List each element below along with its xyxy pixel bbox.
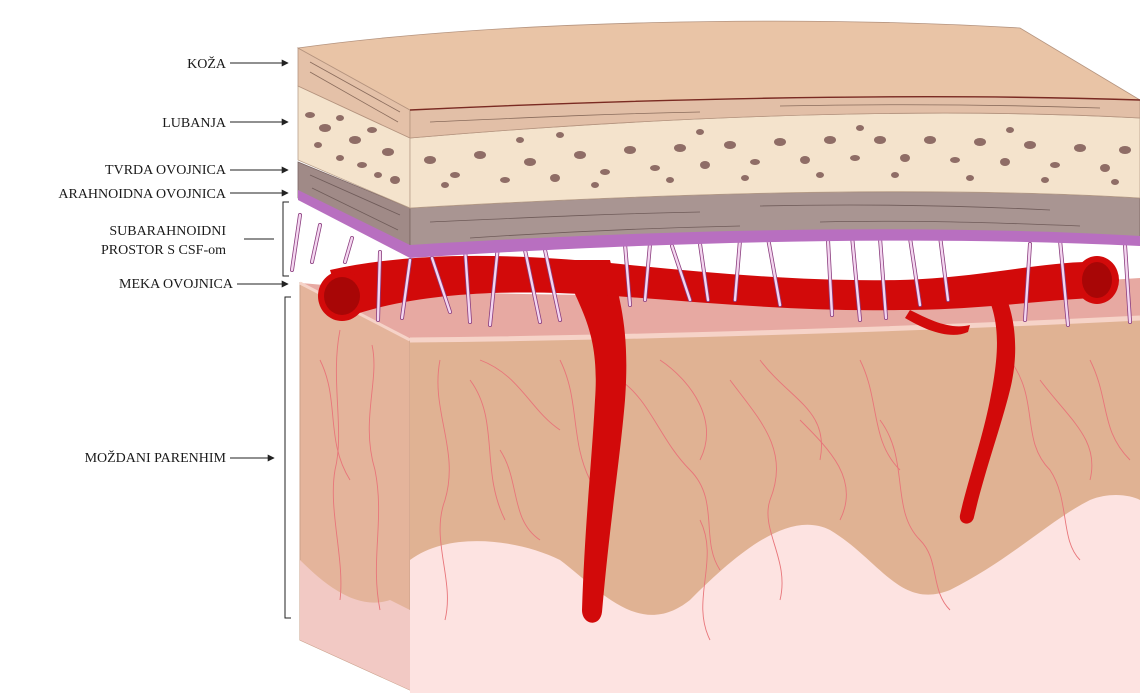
svg-text:PROSTOR S CSF-om: PROSTOR S CSF-om	[101, 243, 226, 258]
label-lubanja: LUBANJA	[162, 116, 288, 131]
svg-text:MEKA OVOJNICA: MEKA OVOJNICA	[119, 277, 234, 292]
svg-text:SUBARAHNOIDNI: SUBARAHNOIDNI	[109, 224, 226, 239]
svg-text:ARAHNOIDNA OVOJNICA: ARAHNOIDNA OVOJNICA	[58, 187, 227, 202]
label-mozdani-parenhim: MOŽDANI PARENHIM	[85, 297, 291, 618]
svg-text:LUBANJA: LUBANJA	[162, 116, 227, 131]
svg-text:MOŽDANI PARENHIM: MOŽDANI PARENHIM	[85, 449, 227, 466]
svg-text:TVRDA OVOJNICA: TVRDA OVOJNICA	[105, 163, 227, 178]
label-subarahnoidni-prostor: SUBARAHNOIDNI PROSTOR S CSF-om	[101, 202, 289, 276]
label-arahnoidna-ovojnica: ARAHNOIDNA OVOJNICA	[58, 187, 288, 202]
label-meka-ovojnica: MEKA OVOJNICA	[119, 277, 288, 292]
label-koza: KOŽA	[187, 55, 288, 72]
label-tvrda-ovojnica: TVRDA OVOJNICA	[105, 163, 288, 178]
brain-parenchyma	[300, 260, 1140, 693]
svg-text:KOŽA: KOŽA	[187, 55, 227, 72]
